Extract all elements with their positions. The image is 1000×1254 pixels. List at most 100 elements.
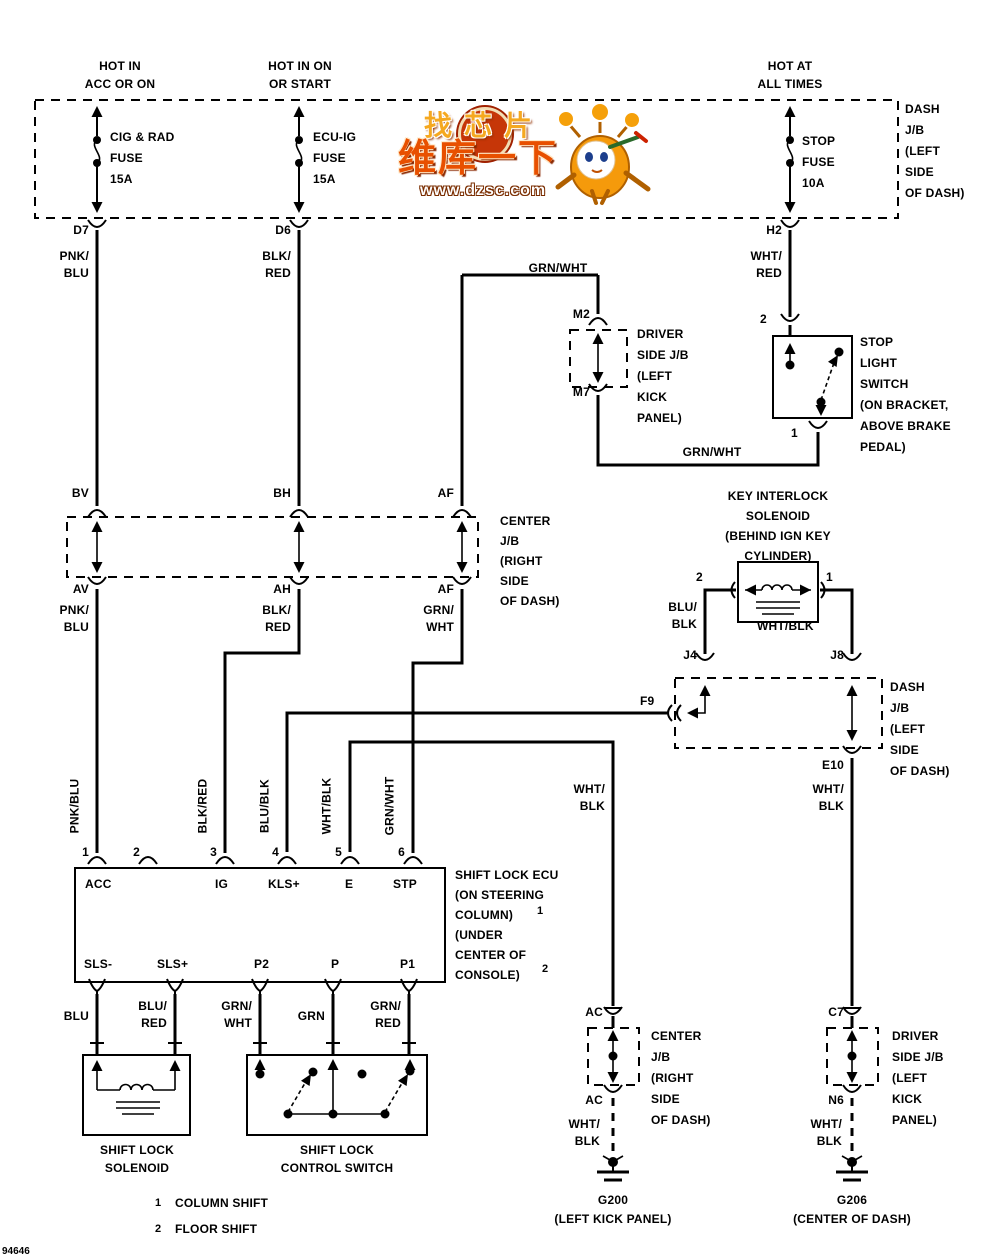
wire-grn-wht2-label: GRN/ WHT — [423, 603, 454, 634]
ecu-pin-p2-label: P2 — [254, 957, 270, 971]
fuse-symbols — [91, 106, 796, 213]
wire-grn-label: GRN — [297, 1009, 325, 1023]
conn-e10-label: E10 — [822, 758, 844, 772]
note1-num: 1 — [155, 1197, 162, 1209]
wire-grn-wht-lower-label: GRN/WHT — [682, 445, 742, 459]
ecu-pin-acc-label: ACC — [85, 877, 112, 891]
watermark-url: www.dzsc.com — [420, 182, 547, 199]
key-interlock-label: KEY INTERLOCK SOLENOID (BEHIND IGN KEY C… — [725, 489, 831, 563]
conn-m2-label: M2 — [572, 307, 590, 321]
jb-internal-arrows — [91, 333, 858, 1083]
feed-ig-hot-label: HOT IN ON OR START — [268, 59, 332, 91]
wire-wht-red-label: WHT/ RED — [750, 249, 782, 280]
ecu-pin-stp-label: STP — [393, 877, 417, 891]
ecu-pin-p1-label: P1 — [400, 957, 416, 971]
ecu-ref1: 1 — [537, 905, 544, 917]
conn-c7-label: C7 — [828, 1005, 844, 1019]
shift-lock-control-switch-label: SHIFT LOCK CONTROL SWITCH — [280, 1143, 394, 1175]
stop-light-switch-label: STOP LIGHT SWITCH (ON BRACKET, ABOVE BRA… — [860, 335, 951, 454]
watermark: 找芯片 维库一下 www.dzsc.com — [398, 103, 653, 207]
mascot-icon — [555, 103, 651, 205]
ecu-pin5-num: 5 — [335, 845, 342, 859]
conn-d6-label: D6 — [275, 223, 291, 237]
wire-wht-blk-g206-label: WHT/ BLK — [810, 1117, 842, 1148]
conn-j8-label: J8 — [830, 648, 844, 662]
ecu-pin-sls-plus-label: SLS+ — [157, 957, 189, 971]
ground-g206-label: G206 — [836, 1193, 868, 1207]
wire-blk-red2-label: BLK/ RED — [262, 603, 291, 634]
center-jb2-label: CENTER J/B (RIGHT SIDE OF DASH) — [651, 1029, 711, 1127]
shift-lock-solenoid-label: SHIFT LOCK SOLENOID — [100, 1143, 174, 1175]
ecu-pin4-num: 4 — [272, 845, 279, 859]
wire-wht-blk-e-label: WHT/ BLK — [573, 782, 605, 813]
wire-pnk-blu2-label: PNK/ BLU — [59, 603, 89, 634]
wire-blk-red-label: BLK/ RED — [262, 249, 291, 280]
conn-bv-label: BV — [71, 486, 89, 500]
conn-ah-label: AH — [273, 582, 291, 596]
conn-m7-label: M7 — [572, 385, 590, 399]
wire-blu-blk-label: BLU/ BLK — [668, 600, 697, 631]
key-interlock-pin2-label: 2 — [696, 570, 703, 584]
ecu-pin2-num: 2 — [133, 845, 140, 859]
wires — [95, 230, 854, 1156]
feed-acc-hot-label: HOT IN ACC OR ON — [84, 59, 156, 91]
conn-bh-label: BH — [273, 486, 291, 500]
note2-num: 2 — [155, 1223, 162, 1235]
ecu-pin-kls-label: KLS+ — [268, 877, 300, 891]
ecu-pin3-num: 3 — [210, 845, 217, 859]
conn-d7-label: D7 — [73, 223, 89, 237]
conn-af-top-label: AF — [437, 486, 454, 500]
key-interlock-pin1-label: 1 — [826, 570, 833, 584]
ecu-pin6-num: 6 — [398, 845, 405, 859]
dash-jb-left-label: DASH J/B (LEFT SIDE OF DASH) — [890, 680, 950, 778]
ecu-ref2: 2 — [542, 963, 549, 975]
ecu-pin-sls-minus-label: SLS- — [84, 957, 113, 971]
ecu-pin-e-label: E — [345, 877, 354, 891]
figure-code: 94646 — [2, 1246, 30, 1254]
junction-block-boxes — [34, 99, 899, 1086]
riser-blk-red-label: BLK/RED — [195, 778, 210, 834]
stop-switch-pin2-label: 2 — [760, 312, 767, 326]
key-interlock-coil-symbol — [730, 581, 826, 615]
riser-grn-wht-label: GRN/WHT — [382, 776, 397, 836]
conn-ac-bot-label: AC — [585, 1093, 603, 1107]
conn-n6-label: N6 — [828, 1093, 844, 1107]
watermark-seal — [458, 107, 512, 161]
watermark-brand: 维库一下 — [398, 138, 559, 180]
connectors — [87, 219, 862, 1093]
wire-blu-red-label: BLU/ RED — [138, 999, 167, 1030]
wire-grn-wht-upper-label: GRN/WHT — [528, 261, 588, 275]
stop-light-switch-symbol — [784, 343, 844, 416]
riser-pnk-blu-label: PNK/BLU — [67, 778, 82, 834]
ground-g206-loc-label: (CENTER OF DASH) — [793, 1212, 911, 1226]
driver-jb2-label: DRIVER SIDE J/B (LEFT KICK PANEL) — [892, 1029, 944, 1127]
fuse-cig-rad-label: CIG & RAD FUSE 15A — [110, 130, 175, 186]
wire-grn-red-label: GRN/ RED — [370, 999, 401, 1030]
feed-stop-hot-label: HOT AT ALL TIMES — [757, 59, 823, 91]
conn-ac-top-label: AC — [585, 1005, 603, 1019]
riser-wht-blk-label: WHT/BLK — [319, 777, 334, 835]
wire-wht-blk-g200-label: WHT/ BLK — [568, 1117, 600, 1148]
ecu-pin1-num: 1 — [82, 845, 89, 859]
driver-jb-mid-label: DRIVER SIDE J/B (LEFT KICK PANEL) — [637, 327, 689, 425]
stop-switch-pin1-label: 1 — [791, 426, 798, 440]
conn-f9-label: F9 — [640, 694, 655, 708]
conn-av-label: AV — [72, 582, 89, 596]
ecu-pin-p-label: P — [331, 957, 340, 971]
fuse-stop-label: STOP FUSE 10A — [802, 134, 836, 190]
note2-text: FLOOR SHIFT — [175, 1222, 258, 1236]
wire-wht-blk-label: WHT/BLK — [757, 619, 814, 633]
wire-grn-wht3-label: GRN/ WHT — [221, 999, 252, 1030]
watermark-title: 找芯片 — [424, 110, 545, 141]
dash-jb-top-label: DASH J/B (LEFT SIDE OF DASH) — [905, 102, 965, 200]
shift-lock-solenoid-symbol — [91, 1060, 181, 1115]
conn-h2-label: H2 — [766, 223, 782, 237]
wire-wht-blk-e10-label: WHT/ BLK — [812, 782, 844, 813]
fuse-ecu-ig-label: ECU-IG FUSE 15A — [313, 130, 357, 186]
ground-g200-label: G200 — [597, 1193, 629, 1207]
wire-pnk-blu-label: PNK/ BLU — [59, 249, 89, 280]
ecu-name-label: SHIFT LOCK ECU (ON STEERING COLUMN) (UND… — [455, 868, 559, 982]
ground-symbols — [597, 1155, 868, 1182]
ecu-pin-ig-label: IG — [215, 877, 229, 891]
